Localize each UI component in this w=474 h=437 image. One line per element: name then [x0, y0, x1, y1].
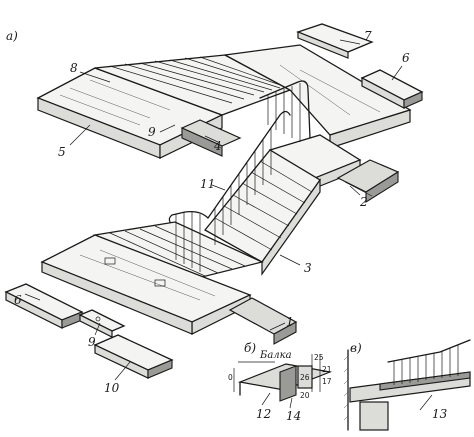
- callout-11: 11: [200, 177, 215, 191]
- dim-0: 0: [228, 373, 233, 382]
- dim-21: 21: [322, 365, 332, 374]
- landing-beam-2: [336, 159, 400, 203]
- main-flight: [204, 149, 321, 276]
- callout-2: 2: [359, 195, 368, 209]
- dim-20: 20: [300, 391, 310, 400]
- callout-9-bottom: 9: [88, 335, 96, 349]
- callout-8: 8: [70, 61, 78, 75]
- callout-14: 14: [286, 409, 301, 423]
- callout-3: 3: [304, 261, 312, 275]
- callout-12: 12: [256, 407, 271, 421]
- callout-leaders: [24, 39, 403, 381]
- callout-6-top: 6: [402, 51, 410, 65]
- callout-10: 10: [104, 381, 120, 395]
- slab-element-6-bottom: [4, 283, 84, 329]
- callout-1: 1: [286, 315, 294, 329]
- bracket-element-9: [78, 309, 126, 338]
- slab-element-7: [296, 23, 374, 59]
- top-right-landing: [222, 44, 412, 149]
- callout-5: 5: [58, 145, 66, 159]
- dim-17: 17: [322, 377, 332, 386]
- lower-landing-slab: [40, 234, 252, 335]
- section-label-b: б): [244, 341, 256, 355]
- callout-6-bottom: 6: [14, 293, 22, 307]
- landing-beam-4: [180, 119, 242, 157]
- dim-25: 25: [314, 353, 324, 362]
- dim-26: 26: [300, 373, 310, 382]
- detail-b-section: [233, 354, 333, 409]
- detail-v-section: [343, 339, 471, 431]
- section-label-a: а): [6, 29, 18, 43]
- landing-beam-1: [228, 297, 298, 345]
- callout-9-top: 9: [148, 125, 156, 139]
- beam-label: Балка: [259, 350, 292, 361]
- railing-lower: [168, 210, 209, 272]
- callout-7: 7: [364, 29, 372, 43]
- callout-4: 4: [213, 139, 222, 153]
- landing-beam-6-top: [360, 69, 424, 109]
- callout-13: 13: [432, 407, 448, 421]
- section-label-v: в): [350, 341, 362, 355]
- slab-element-10: [93, 334, 174, 379]
- upper-flight: [94, 54, 292, 116]
- railing-main: [207, 110, 291, 245]
